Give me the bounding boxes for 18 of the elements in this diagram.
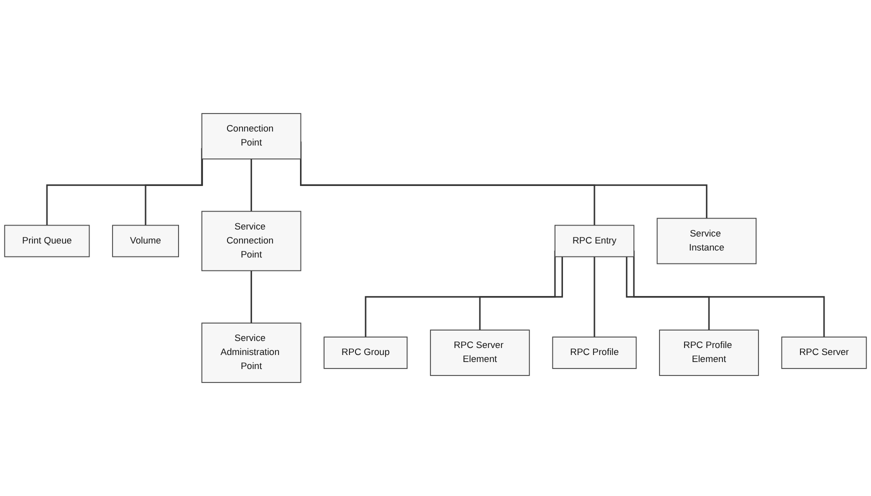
node-box: Service Connection Point (201, 210, 302, 272)
connector (626, 256, 710, 331)
connector (594, 256, 596, 338)
node-box: Print Queue (4, 224, 90, 258)
node-box: RPC Server (781, 336, 867, 369)
node-box: Volume (112, 224, 179, 258)
node-box: RPC Server Element (430, 330, 530, 376)
connector (250, 270, 252, 324)
node-box: Service Instance (656, 218, 757, 264)
node-box: RPC Entry (554, 224, 634, 258)
node-box: Connection Point (201, 113, 302, 160)
node-box: RPC Group (324, 336, 408, 369)
node-box: RPC Profile Element (659, 330, 759, 376)
connector (479, 256, 563, 331)
node-box: RPC Profile (552, 336, 637, 369)
connector (144, 158, 203, 226)
connector (250, 158, 252, 212)
node-box: Service Administration Point (201, 322, 302, 383)
